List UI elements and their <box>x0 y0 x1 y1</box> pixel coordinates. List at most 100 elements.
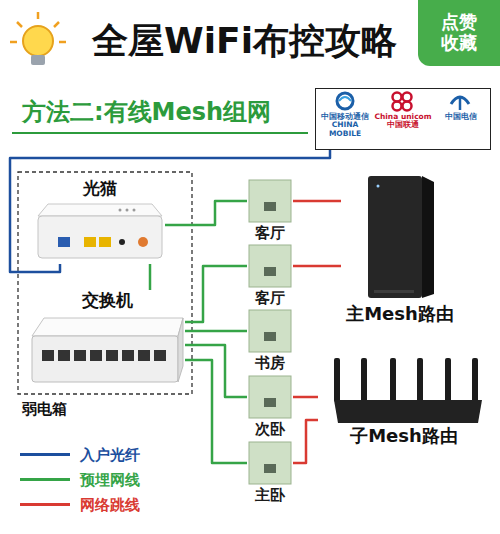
switch-port <box>154 350 166 361</box>
cable-connector <box>293 200 341 203</box>
router-vent <box>374 290 414 293</box>
switch-port <box>74 350 86 361</box>
legend-row: 入户光纤 <box>20 442 140 467</box>
wall-port: 客厅 <box>247 180 293 244</box>
isp-logos <box>337 93 469 111</box>
bulb-ray <box>59 41 66 44</box>
panel-socket <box>264 332 276 341</box>
node-label: 主Mesh路由 <box>346 303 454 325</box>
node-label: 点赞 收藏 <box>439 12 479 53</box>
panel-socket <box>264 267 276 276</box>
panel-socket <box>264 202 276 211</box>
legend-swatch <box>20 503 70 506</box>
switch-node: 交换机 <box>30 290 185 386</box>
sub-router-figure <box>334 358 482 423</box>
router-antenna <box>390 358 396 402</box>
bulb-ray <box>37 12 40 19</box>
node-label: 中国移动通信 CHINA MOBILE <box>316 89 374 149</box>
bulb-ray <box>17 22 22 27</box>
wall-port: 书房 <box>247 310 293 374</box>
node-label: 光猫 <box>83 178 117 198</box>
switch-port <box>138 350 150 361</box>
router-antenna <box>417 358 423 402</box>
cable-connector <box>293 265 341 268</box>
switch-body <box>32 336 178 382</box>
router-antenna <box>472 358 478 402</box>
unicom-logo <box>403 93 412 102</box>
node-label: China unicom中国联通 <box>374 89 432 149</box>
switch-top <box>32 318 183 336</box>
title-wrap: 全屋WiFi布控攻略 <box>92 20 397 61</box>
method-heading: 方法二:有线Mesh组网 <box>22 98 271 127</box>
cable-connector <box>149 264 152 290</box>
cable-connector <box>165 201 247 225</box>
switch-port <box>58 350 70 361</box>
switch-port <box>90 350 102 361</box>
legend-label: 预埋网线 <box>80 471 140 489</box>
unicom-logo <box>403 102 412 111</box>
main-router: 主Mesh路由 <box>341 172 459 330</box>
panel-socket <box>264 464 276 473</box>
cable-connector <box>185 330 247 333</box>
modem-led <box>119 209 122 212</box>
bulb-base <box>31 55 45 65</box>
cable-connector <box>293 420 318 463</box>
weak-current-box: 弱电箱 光猫交换机 <box>18 172 192 418</box>
modem-led <box>133 209 136 212</box>
node-label: 交换机 <box>82 290 133 310</box>
legend-row: 预埋网线 <box>20 467 140 492</box>
modem-body <box>38 216 162 258</box>
node-label: 客厅 <box>255 225 285 242</box>
main-router-figure <box>368 176 434 298</box>
cable-connector <box>10 150 330 272</box>
wall-port: 客厅 <box>247 245 293 309</box>
switch-side <box>178 318 183 382</box>
node-label: 客厅 <box>255 290 285 307</box>
router-front <box>368 176 422 298</box>
isp-logo-box: 中国移动通信 CHINA MOBILEChina unicom中国联通中国电信 <box>315 88 491 150</box>
modem-figure <box>38 204 162 258</box>
bulb-ray <box>10 41 17 44</box>
mobile-logo <box>337 93 353 109</box>
modem-port <box>58 237 70 247</box>
wall-port: 次卧 <box>247 376 293 440</box>
bulb-glass <box>23 26 53 56</box>
router-antenna <box>334 358 340 402</box>
node-label: 书房 <box>255 355 285 372</box>
bulb-ray <box>54 22 59 27</box>
telecom-logo <box>459 96 462 110</box>
node-label: 中国电信 <box>432 89 490 149</box>
cable-connector <box>293 396 318 399</box>
wall-panel <box>249 180 291 222</box>
legend-swatch <box>20 453 70 456</box>
legend-swatch <box>20 478 70 481</box>
legend-row: 网络跳线 <box>20 492 140 517</box>
modem-top <box>38 204 162 216</box>
node-label: 弱电箱 <box>22 400 67 418</box>
switch-figure <box>32 318 183 382</box>
router-antenna <box>445 358 451 402</box>
subtitle-underline <box>12 132 308 134</box>
label-wrap: 方法二:有线Mesh组网 <box>22 98 271 127</box>
unicom-logo <box>393 102 402 111</box>
wall-panel <box>249 310 291 352</box>
cable-connector <box>185 345 247 397</box>
panel-socket <box>264 398 276 407</box>
node-label: 主卧 <box>255 487 285 504</box>
modem-node: 光猫 <box>35 178 165 264</box>
bulb-icon <box>10 12 66 65</box>
unicom-logo <box>393 93 402 102</box>
switch-port <box>122 350 134 361</box>
sub-router: 子Mesh路由 <box>318 352 490 452</box>
router-antenna <box>361 358 367 402</box>
like-badge: 点赞 收藏 <box>418 0 500 66</box>
page-title: 全屋WiFi布控攻略 <box>92 20 397 61</box>
modem-port <box>99 237 111 247</box>
router-led <box>377 185 380 188</box>
node-label: 子Mesh路由 <box>350 425 458 447</box>
router-body <box>334 400 482 423</box>
